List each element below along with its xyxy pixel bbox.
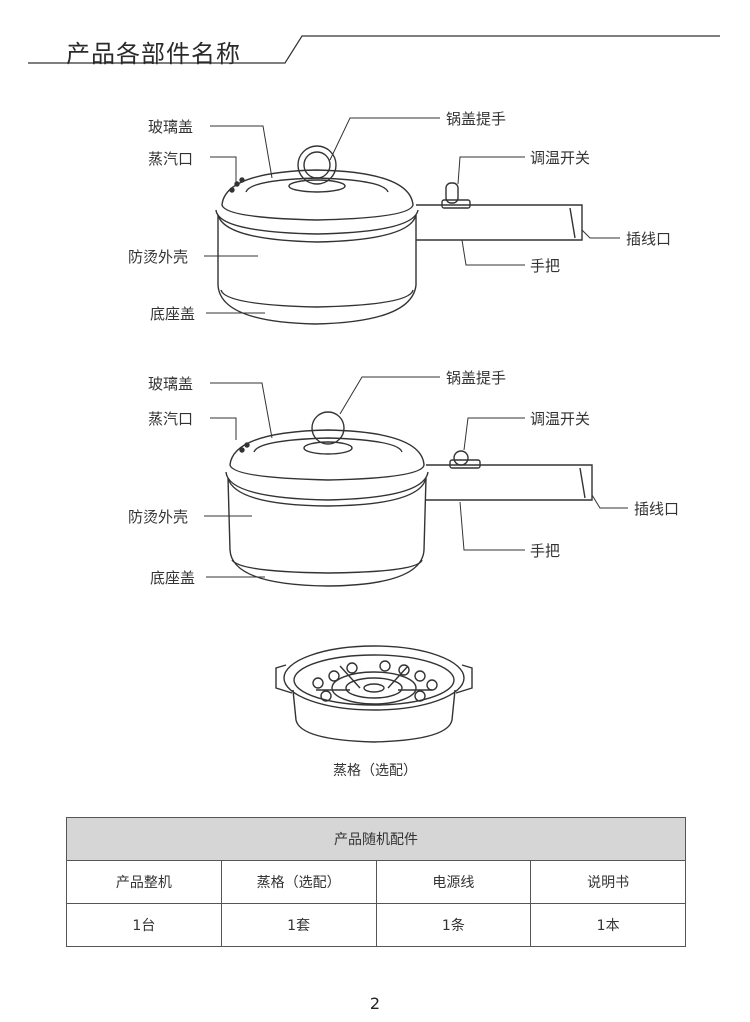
accessories-table-header: 产品随机配件 — [66, 817, 686, 861]
table-cell: 电源线 — [375, 860, 532, 904]
table-cell: 1条 — [375, 903, 532, 947]
label-glass-lid-2: 玻璃盖 — [148, 375, 194, 393]
page-title: 产品各部件名称 — [66, 40, 241, 68]
title-underline — [28, 35, 720, 64]
label-temp-switch-2: 调温开关 — [530, 410, 591, 428]
pot-illustration-2 — [225, 411, 593, 587]
label-lid-handle-1: 锅盖提手 — [446, 110, 507, 128]
label-base-cover-2: 底座盖 — [150, 569, 196, 587]
table-row: 产品整机 蒸格（选配） 电源线 说明书 — [66, 860, 686, 904]
table-cell: 1台 — [66, 903, 222, 947]
table-cell: 蒸格（选配） — [220, 860, 377, 904]
steamer-illustration — [275, 645, 473, 743]
label-handle-2: 手把 — [530, 542, 561, 560]
table-cell: 产品整机 — [66, 860, 222, 904]
table-cell: 1套 — [220, 903, 377, 947]
parts-diagram — [204, 117, 628, 743]
label-anti-scald-shell-2: 防烫外壳 — [128, 508, 189, 526]
label-handle-1: 手把 — [530, 257, 561, 275]
accessories-table: 产品随机配件 产品整机 蒸格（选配） 电源线 说明书 1台 1套 1条 1本 — [66, 817, 686, 947]
label-temp-switch-1: 调温开关 — [530, 149, 591, 167]
label-glass-lid-1: 玻璃盖 — [148, 118, 194, 136]
label-anti-scald-shell-1: 防烫外壳 — [128, 248, 189, 266]
steamer-caption: 蒸格（选配） — [333, 763, 417, 779]
label-plug-port-2: 插线口 — [634, 500, 680, 518]
pot-illustration-1 — [215, 145, 583, 325]
table-cell: 1本 — [530, 903, 686, 947]
label-steam-vent-1: 蒸汽口 — [148, 150, 194, 168]
page-number: 2 — [369, 994, 381, 1013]
label-base-cover-1: 底座盖 — [150, 305, 196, 323]
table-cell: 说明书 — [530, 860, 686, 904]
label-lid-handle-2: 锅盖提手 — [446, 369, 507, 387]
label-steam-vent-2: 蒸汽口 — [148, 410, 194, 428]
table-row: 1台 1套 1条 1本 — [66, 903, 686, 947]
label-plug-port-1: 插线口 — [626, 230, 672, 248]
